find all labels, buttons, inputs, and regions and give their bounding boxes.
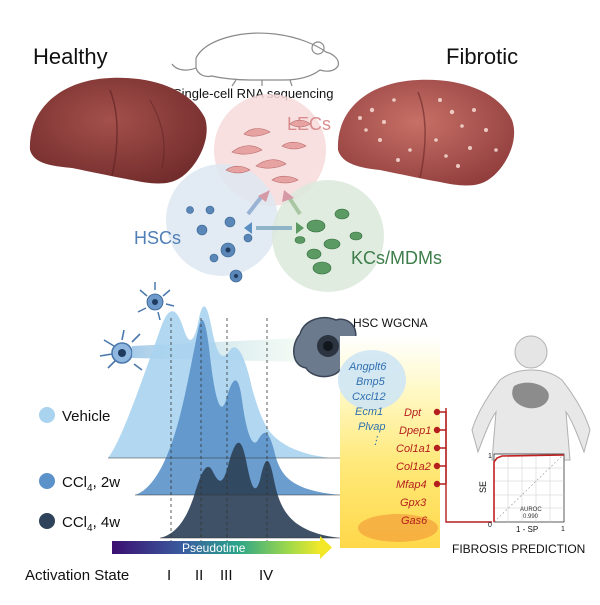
ccl4-2w-label: CCl4, 2w [62,474,120,494]
stage-i: I [167,567,171,584]
healthy-liver-icon [29,77,207,184]
roc-axis-zero: 0 [488,522,492,529]
red-genes-list: Dpt Dpep1 Col1a1 Col1a2 Mfap4 Gpx3 Gas6 [396,407,431,527]
fibrosis-prediction-label: FIBROSIS PREDICTION [452,542,585,556]
red-gene: Dpt [404,407,422,419]
density-plots [108,306,345,539]
pseudotime-label: Pseudotime [182,541,246,555]
wgcna-blue-blob [338,350,406,410]
auroc-value: 0.990 [523,514,539,520]
ccl4-2w-density [135,319,340,495]
blue-gene: Ecm1 [355,406,383,418]
roc-plot [493,453,565,523]
hsc-circle [166,164,278,276]
wgcna-title: HSC WGCNA [353,316,428,330]
stage-lines [170,318,268,545]
ccl4-4w-legend-dot [39,513,55,529]
gene-connectors [433,408,492,523]
vehicle-density [108,306,330,458]
ccl4-4w-label: CCl4, 4w [62,514,120,534]
blue-gene: Plvap [358,421,386,433]
blue-gene: ⋮ [370,435,381,447]
red-gene: Gpx3 [400,497,427,509]
wgcna-orange-blob [358,514,438,542]
ccl4-2w-legend-dot [39,473,55,489]
vehicle-legend-dot [39,407,55,423]
ccl4-4w-density [160,442,340,538]
red-gene: Gas6 [401,515,428,527]
vehicle-label: Vehicle [62,408,110,425]
roc-axis-one-x: 1 [561,526,565,533]
lec-cells-icon [225,119,311,184]
red-gene: Mfap4 [396,479,427,491]
roc-axis-one: 1 [488,453,492,460]
healthy-label: Healthy [33,44,108,69]
human-silhouette-icon [471,335,591,461]
blue-gene: Bmp5 [356,376,386,388]
red-gene: Col1a1 [396,443,431,455]
red-gene: Col1a2 [396,461,431,473]
scrnaseq-label: Single-cell RNA sequencing [173,86,333,101]
fibrotic-liver-icon [337,79,515,186]
blue-genes-list: Angplt6 Bmp5 Cxcl12 Ecm1 Plvap ⋮ [348,361,387,447]
kc-cells-icon [294,208,363,275]
activation-state-label: Activation State [25,567,129,584]
roc-se-label: SE [478,481,488,493]
kcs-label: KCs/MDMs [351,248,442,268]
hscs-label: HSCs [134,228,181,248]
fibrotic-label: Fibrotic [446,44,518,69]
auroc-label: AUROC [520,507,542,513]
pseudotime-arrowhead [320,536,332,559]
stage-iv: IV [259,567,273,584]
roc-sp-label: 1 - SP [516,525,538,534]
roc-curve [493,454,565,522]
red-gene: Dpep1 [399,425,431,437]
blue-gene: Angplt6 [348,361,387,373]
hsc-cells-icon [186,205,253,283]
quiescent-hsc-nucleus [118,349,126,357]
blue-gene: Cxcl12 [352,391,386,403]
interaction-arrows-icon [244,190,304,234]
stage-iii: III [220,567,233,584]
mouse-icon [171,32,339,87]
kc-circle [272,180,384,292]
small-hsc-nucleus [152,299,158,305]
pseudotime-bar [112,541,320,554]
stage-ii: II [195,567,203,584]
